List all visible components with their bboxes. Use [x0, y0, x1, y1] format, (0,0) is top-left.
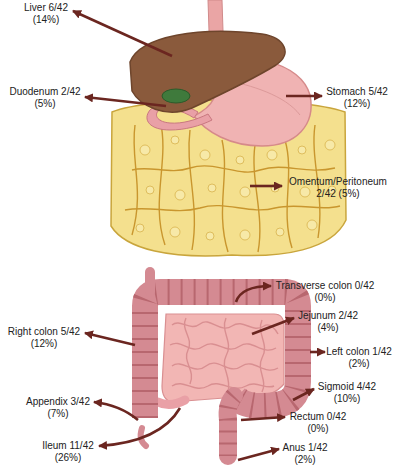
- leader-arrow: [293, 389, 314, 400]
- rectum-folds: [228, 396, 234, 456]
- leader-arrow: [238, 449, 279, 460]
- terminal-ileum: [158, 400, 185, 405]
- organ-label: Ileum 11/42 (26%): [36, 440, 100, 464]
- leader-arrow: [310, 351, 325, 354]
- organ-label: Omentum/Peritoneum 2/42 (5%): [280, 176, 396, 200]
- organ-label: Appendix 3/42 (7%): [20, 396, 96, 420]
- rectum: [228, 396, 234, 456]
- leader-arrow: [85, 97, 166, 106]
- organ-label: Anus 1/42 (2%): [277, 442, 333, 466]
- leader-arrow: [73, 11, 172, 56]
- small-intestine: [162, 314, 284, 402]
- gallbladder: [162, 89, 190, 103]
- leader-arrow: [85, 333, 135, 345]
- organ-label: Duodenum 2/42 (5%): [3, 86, 87, 110]
- organ-label: Left colon 1/42 (2%): [320, 346, 398, 370]
- organ-label: Transverse colon 0/42 (0%): [270, 280, 380, 304]
- organ-label: Right colon 5/42 (12%): [2, 326, 86, 350]
- leader-arrow: [94, 402, 138, 420]
- leader-arrow: [286, 95, 322, 98]
- leader-arrow: [99, 408, 180, 446]
- organ-label: Stomach 5/42 (12%): [320, 86, 394, 110]
- organ-label: Rectum 0/42 (0%): [284, 411, 352, 435]
- leader-arrow: [250, 185, 282, 188]
- organ-label: Liver 6/42 (14%): [18, 2, 74, 26]
- leader-arrow: [241, 417, 285, 420]
- leader-arrow: [236, 286, 271, 302]
- leader-arrow: [252, 318, 294, 334]
- liver: [130, 31, 285, 112]
- organ-label: Sigmoid 4/42 (10%): [312, 381, 382, 405]
- colon-stub: [145, 272, 155, 292]
- leader-arrows: [73, 11, 325, 460]
- omentum-fat-lobules: [136, 136, 336, 240]
- organ-label: Jejunum 2/42 (4%): [292, 310, 364, 334]
